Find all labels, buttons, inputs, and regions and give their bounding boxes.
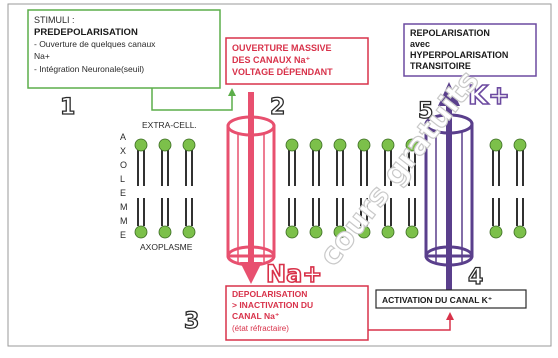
phospholipid — [158, 138, 172, 239]
repolarisation-box: REPOLARISATION avec HYPERPOLARISATION TR… — [403, 23, 537, 77]
step3-box: DEPOLARISATION > INACTIVATION DU CANAL N… — [225, 285, 369, 341]
lipid-bilayer — [134, 138, 527, 239]
stimuli-box: STIMULI : PREDEPOLARISATION - Ouverture … — [27, 9, 221, 89]
ion-label-k: K+ — [468, 81, 510, 111]
repol-line-1: REPOLARISATION — [410, 28, 490, 38]
phospholipid — [182, 138, 196, 239]
stimuli-line-2: Na+ — [34, 51, 50, 61]
step-number-1: 1 — [60, 95, 75, 120]
step2-line-3: VOLTAGE DÉPENDANT — [232, 67, 333, 77]
step4-line-1: ACTIVATION DU CANAL K⁺ — [382, 295, 492, 305]
stimuli-line-1: - Ouverture de quelques canaux — [34, 39, 156, 49]
axolemme-letter: A — [120, 132, 126, 142]
step2-box: OUVERTURE MASSIVE DES CANAUX Na⁺ VOLTAGE… — [225, 37, 369, 85]
stimuli-line-3: - Intégration Neuronale(seuil) — [34, 64, 144, 74]
diagram-frame — [7, 3, 552, 347]
stimuli-heading: PREDEPOLARISATION — [34, 27, 138, 38]
step3-to-step4-arrow — [368, 312, 454, 331]
axolemme-letter: E — [120, 188, 126, 198]
phospholipid — [134, 138, 148, 239]
phospholipid — [357, 138, 371, 239]
phospholipid — [285, 138, 299, 239]
stimuli-title: STIMULI : — [34, 15, 75, 25]
step4-box: ACTIVATION DU CANAL K⁺ — [375, 289, 527, 309]
step3-line-3: CANAL Na⁺ — [232, 311, 279, 321]
stimuli-connector-arrow — [151, 88, 236, 111]
axolemme-letter: X — [120, 146, 126, 156]
step3-line-1: DEPOLARISATION — [232, 289, 307, 299]
repol-line-2: avec — [410, 39, 430, 49]
step2-line-1: OUVERTURE MASSIVE — [232, 43, 332, 53]
step-number-3: 3 — [184, 309, 199, 334]
phospholipid — [405, 138, 419, 239]
step2-line-2: DES CANAUX Na⁺ — [232, 55, 311, 65]
step-number-5: 5 — [418, 99, 433, 124]
repol-line-4: TRANSITOIRE — [410, 61, 471, 71]
step3-line-4: (état réfractaire) — [232, 324, 289, 333]
repol-line-3: HYPERPOLARISATION — [410, 50, 508, 60]
axolemme-letter: L — [120, 174, 125, 184]
axolemme-letter: E — [120, 230, 126, 240]
step3-line-2: > INACTIVATION DU — [232, 300, 313, 310]
phospholipid — [309, 138, 323, 239]
phospholipid — [489, 138, 503, 239]
phospholipid — [513, 138, 527, 239]
axolemme-letter: M — [120, 216, 128, 226]
phospholipid — [381, 138, 395, 239]
axoplasm-label: AXOPLASME — [140, 242, 193, 252]
step-number-4: 4 — [468, 265, 483, 290]
extracellular-label: EXTRA-CELL. — [142, 120, 197, 130]
ion-label-na: Na+ — [266, 260, 322, 288]
na-inflow-arrow — [240, 92, 262, 284]
phospholipid — [333, 138, 347, 239]
step-number-2: 2 — [270, 95, 285, 120]
axolemme-letter: O — [120, 160, 127, 170]
k-outflow-arrow — [438, 82, 460, 290]
axolemme-letter: M — [120, 202, 128, 212]
